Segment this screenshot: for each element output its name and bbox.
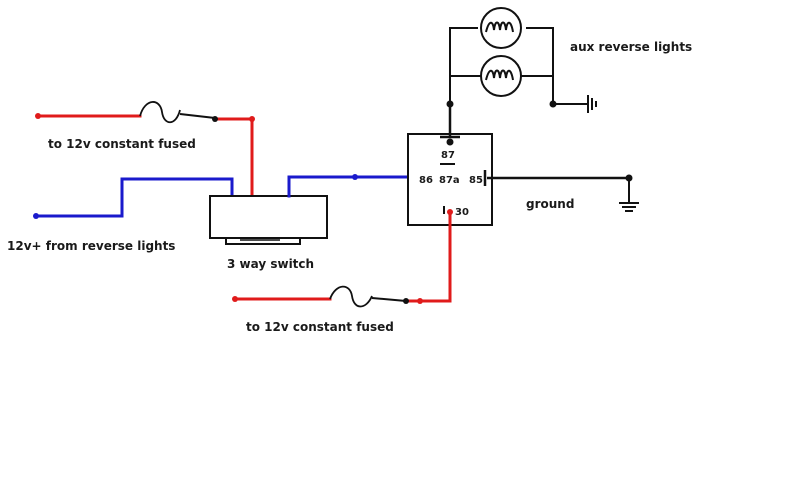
switch-icon — [209, 195, 328, 245]
relay-pin-87: 87 — [441, 150, 455, 161]
top-fused-wire — [35, 101, 255, 198]
lamp-icon — [480, 55, 522, 97]
label-ground: ground — [526, 197, 574, 211]
relay-pin-87a: 87a — [439, 175, 460, 186]
label-aux-reverse-lights: aux reverse lights — [570, 40, 692, 54]
relay-to-ground-wire — [487, 174, 633, 182]
reverse-lights-wire — [33, 177, 234, 219]
relay-pin-86: 86 — [419, 175, 433, 186]
label-reverse-lights-source: 12v+ from reverse lights — [7, 239, 175, 253]
relay-pin-85: 85 — [469, 175, 483, 186]
fuse-icon — [329, 285, 373, 308]
label-three-way-switch: 3 way switch — [227, 257, 314, 271]
label-to-12v-constant-fused-bottom: to 12v constant fused — [246, 320, 394, 334]
ground-icon — [553, 95, 597, 113]
ground-icon — [619, 178, 639, 212]
lamp-icon — [478, 7, 526, 49]
fuse-icon — [139, 101, 181, 124]
bottom-fused-wire — [232, 209, 453, 308]
relay-pin-30: 30 — [455, 207, 469, 218]
label-to-12v-constant-fused-top: to 12v constant fused — [48, 137, 196, 151]
switch-to-relay-wire — [287, 170, 417, 198]
